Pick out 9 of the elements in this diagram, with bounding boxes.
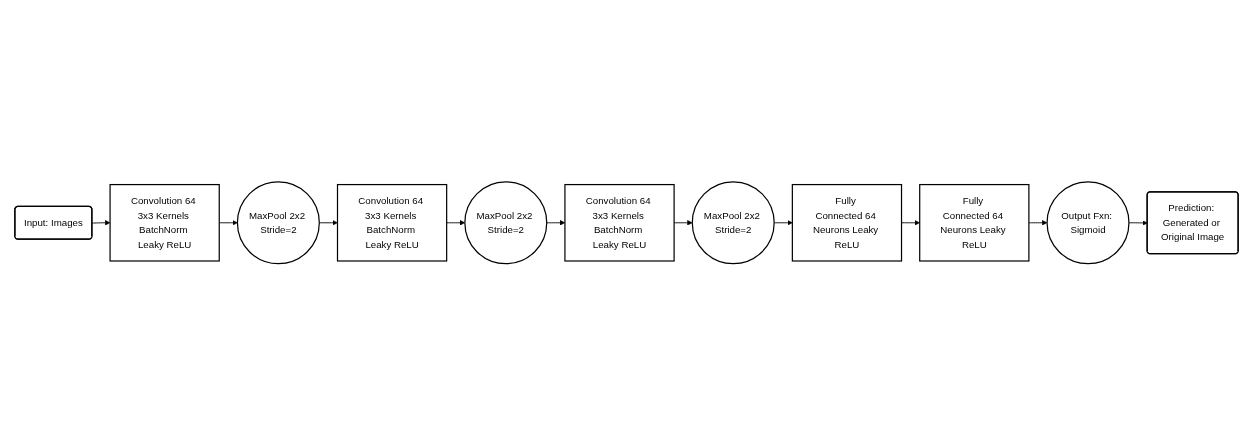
- node-box: Fully Connected 64 Neurons Leaky ReLU: [919, 184, 1030, 262]
- node-circle: Output Fxn: Sigmoid: [1046, 181, 1130, 265]
- node-box: Fully Connected 64 Neurons Leaky ReLU: [791, 184, 903, 262]
- node-circle: MaxPool 2x2 Stride=2: [464, 181, 548, 265]
- node-circle: MaxPool 2x2 Stride=2: [691, 181, 775, 265]
- node-box: Convolution 64 3x3 Kernels BatchNorm Leaky ReLU: [109, 184, 220, 262]
- node-circle: MaxPool 2x2 Stride=2: [236, 181, 320, 265]
- node-box: Convolution 64 3x3 Kernels BatchNorm Leaky ReLU: [564, 184, 675, 262]
- node-box: Convolution 64 3x3 Kernels BatchNorm Leaky ReLU: [336, 184, 448, 262]
